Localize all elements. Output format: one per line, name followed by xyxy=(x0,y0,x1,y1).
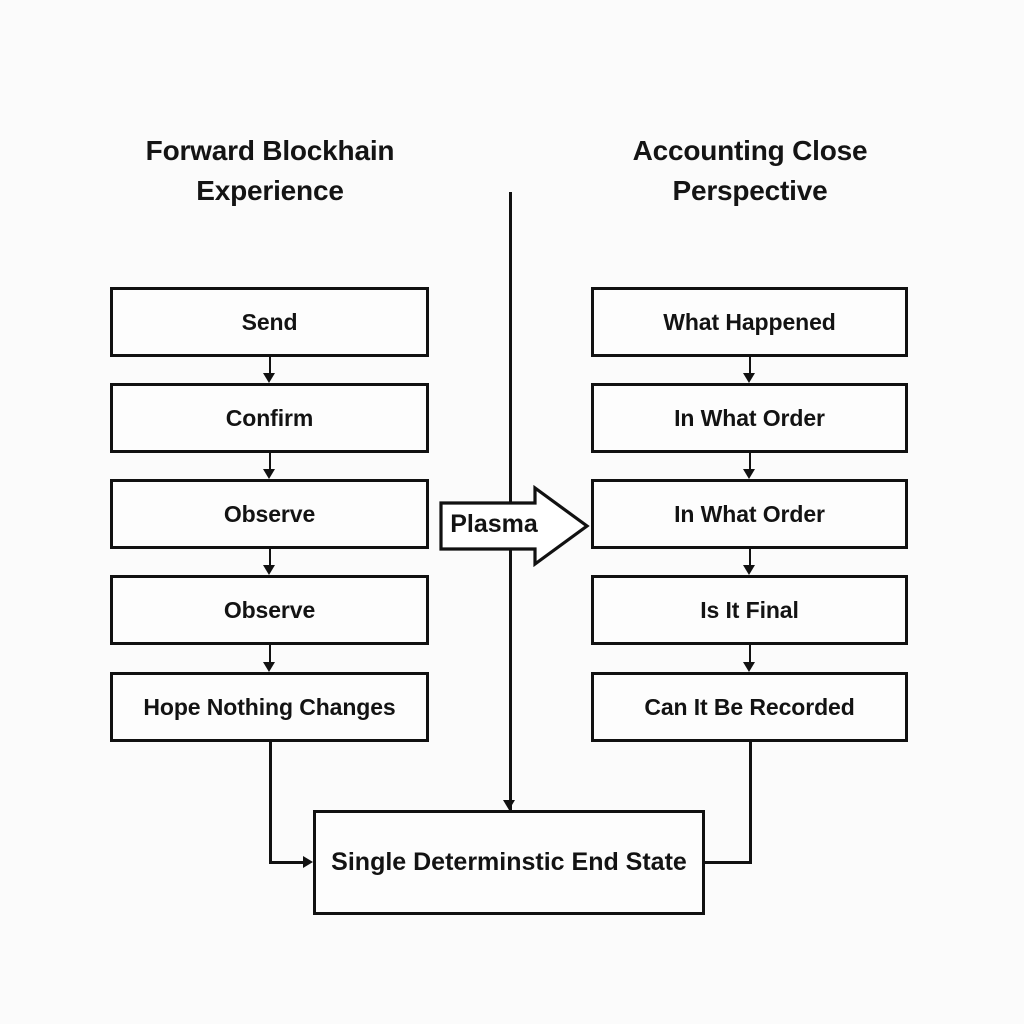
left-to-endstate-horizontal xyxy=(269,861,305,864)
left-node-send[interactable]: Send xyxy=(110,287,429,357)
left-to-endstate-arrowhead xyxy=(303,856,313,868)
left-connector-4-line xyxy=(269,645,271,664)
left-connector-2-arrowhead xyxy=(263,469,275,479)
left-connector-1-line xyxy=(269,357,271,375)
left-connector-3-arrowhead xyxy=(263,565,275,575)
center-divider-arrowhead xyxy=(503,800,515,810)
right-to-endstate-vertical xyxy=(749,742,752,864)
right-connector-3-line xyxy=(749,549,751,567)
right-connector-2-arrowhead xyxy=(743,469,755,479)
right-node-what-happened[interactable]: What Happened xyxy=(591,287,908,357)
left-node-hope-nothing-changes[interactable]: Hope Nothing Changes xyxy=(110,672,429,742)
right-connector-1-line xyxy=(749,357,751,375)
right-column-heading: Accounting Close Perspective xyxy=(632,135,868,206)
right-connector-1-arrowhead xyxy=(743,373,755,383)
right-node-can-it-be-recorded[interactable]: Can It Be Recorded xyxy=(591,672,908,742)
right-connector-3-arrowhead xyxy=(743,565,755,575)
left-connector-1-arrowhead xyxy=(263,373,275,383)
left-to-endstate-vertical xyxy=(269,742,272,864)
left-connector-3-line xyxy=(269,549,271,567)
right-node-in-what-order-1[interactable]: In What Order xyxy=(591,383,908,453)
left-connector-4-arrowhead xyxy=(263,662,275,672)
left-node-confirm[interactable]: Confirm xyxy=(110,383,429,453)
right-node-in-what-order-2[interactable]: In What Order xyxy=(591,479,908,549)
plasma-bridge-arrow[interactable] xyxy=(438,485,590,567)
right-connector-4-arrowhead xyxy=(743,662,755,672)
center-divider-line xyxy=(509,192,512,810)
left-node-observe-2[interactable]: Observe xyxy=(110,575,429,645)
right-connector-4-line xyxy=(749,645,751,664)
left-connector-2-line xyxy=(269,453,271,471)
right-to-endstate-horizontal xyxy=(704,861,752,864)
left-column-heading: Forward Blockhain Experience xyxy=(145,135,395,206)
end-state-box[interactable]: Single Determinstic End State xyxy=(313,810,705,915)
right-connector-2-line xyxy=(749,453,751,471)
right-node-is-it-final[interactable]: Is It Final xyxy=(591,575,908,645)
left-node-observe-1[interactable]: Observe xyxy=(110,479,429,549)
